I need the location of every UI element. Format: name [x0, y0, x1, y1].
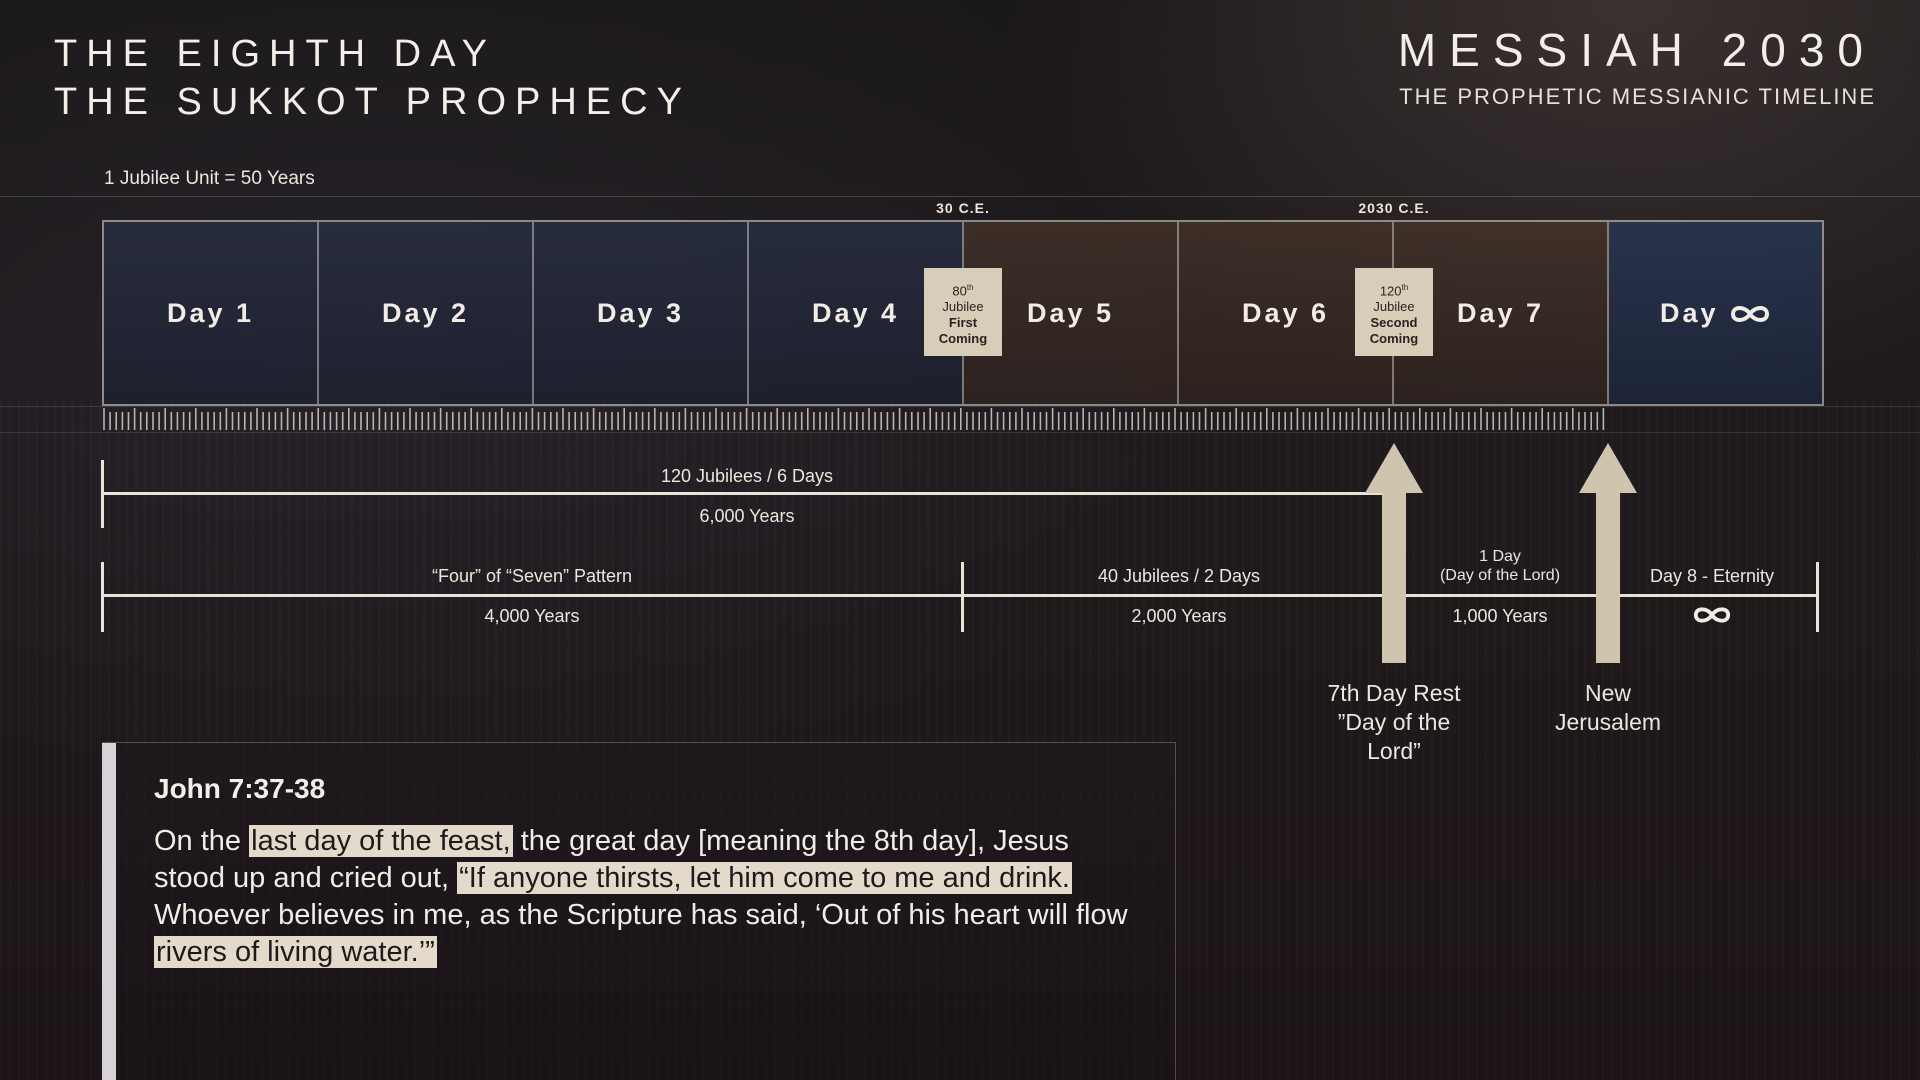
one-day-bottom-label: 1,000 Years: [1452, 606, 1548, 626]
day-label: Day 4: [811, 297, 900, 328]
jubilee-suffix: th: [966, 283, 974, 292]
day-label: Day 1: [166, 297, 255, 328]
new-jerusalem-arrow: [1578, 443, 1638, 663]
day-label: Day 2: [381, 297, 470, 328]
day-label: Day 3: [596, 297, 685, 328]
range-6000-bottom-label: 6,000 Years: [699, 506, 795, 526]
jubilee-event-1: First: [948, 315, 978, 331]
jubilee-word: Jubilee: [1373, 299, 1415, 315]
jubilee-suffix: th: [1401, 283, 1409, 292]
arrow-head: [1365, 443, 1423, 493]
day-3-cell: Day 3: [534, 222, 749, 404]
scripture-text: On the last day of the feast, the great …: [154, 823, 1135, 971]
day-2-cell: Day 2: [319, 222, 534, 404]
row2-30ce-tick: [961, 562, 964, 632]
jubilee-ruler: [103, 408, 1605, 430]
range-6000-line: [104, 492, 1384, 495]
day-label: Day 7: [1456, 297, 1545, 328]
quote-text: On the: [154, 825, 250, 857]
label-line: New: [1584, 680, 1631, 706]
new-jerusalem-label: New Jerusalem: [1503, 679, 1713, 737]
series-title: MESSIAH 2030 THE PROPHETIC MESSIANIC TIM…: [1398, 22, 1876, 110]
day-eight-label: Day 8 - Eternity: [1649, 566, 1775, 586]
day-label: Day 6: [1241, 297, 1330, 328]
one-day-line-2: (Day of the Lord): [1439, 567, 1561, 584]
divider-line: [0, 196, 1920, 197]
arrow-head: [1579, 443, 1637, 493]
row2-start-tick: [101, 562, 104, 632]
day-infinity-cell: Day: [1609, 222, 1822, 404]
year-marker-30ce: 30 C.E.: [936, 200, 990, 216]
jubilee-80-first-coming: 80th Jubilee First Coming: [924, 268, 1002, 356]
four-seven-bottom-label: 4,000 Years: [484, 606, 580, 626]
one-day-top-label: 1 Day (Day of the Lord): [1440, 547, 1560, 585]
jubilee-number: 120: [1379, 283, 1402, 299]
ruler-bottom-line: [0, 432, 1920, 433]
eternity-symbol: [1692, 604, 1732, 631]
forty-jubilees-bottom-label: 2,000 Years: [1131, 606, 1227, 626]
quote-highlight: “If anyone thirsts, let him come to me a…: [457, 862, 1072, 894]
unit-note: 1 Jubilee Unit = 50 Years: [104, 168, 315, 189]
forty-jubilees-top-label: 40 Jubilees / 2 Days: [1097, 566, 1261, 586]
day-4-cell: Day 4: [749, 222, 964, 404]
four-seven-top-label: “Four” of “Seven” Pattern: [431, 566, 633, 586]
quote-text: Whoever believes in me, as the Scripture…: [154, 899, 1128, 931]
series-subtitle: THE PROPHETIC MESSIANIC TIMELINE: [1399, 84, 1876, 109]
day-1-cell: Day 1: [104, 222, 319, 404]
range-6000-top-label: 120 Jubilees / 6 Days: [660, 466, 834, 486]
day-timeline: Day 1 Day 2 Day 3 Day 4 Day 5 Day 6 Day …: [102, 220, 1824, 406]
infinity-icon: [1731, 306, 1770, 323]
jubilee-event-2: Coming: [938, 331, 988, 347]
presentation-title: THE EIGHTH DAY THE SUKKOT PROPHECY: [54, 30, 691, 126]
label-line: Jerusalem: [1554, 709, 1662, 735]
one-day-line-1: 1 Day: [1479, 548, 1521, 565]
jubilee-word: Jubilee: [942, 299, 984, 315]
seventh-day-arrow: [1364, 443, 1424, 663]
jubilee-event-1: Second: [1370, 315, 1418, 331]
quote-text: the great day [meaning the 8th day], Jes…: [154, 825, 1069, 894]
jubilee-event-2: Coming: [1369, 331, 1419, 347]
quote-accent-bar: [102, 743, 116, 1080]
ruler-top-line: [0, 406, 1920, 407]
day-label-text: Day: [1659, 297, 1719, 328]
label-line: ”Day of the: [1337, 709, 1451, 735]
infinity-icon: [1693, 607, 1731, 623]
row2-end-tick: [1816, 562, 1819, 632]
label-line: Lord”: [1367, 738, 1421, 764]
series-name: MESSIAH 2030: [1397, 24, 1876, 76]
quote-highlight: last day of the feast,: [249, 825, 513, 857]
jubilee-120-second-coming: 120th Jubilee Second Coming: [1355, 268, 1433, 356]
title-line-1: THE EIGHTH DAY: [54, 33, 496, 75]
label-line: 7th Day Rest: [1327, 680, 1461, 706]
title-line-2: THE SUKKOT PROPHECY: [54, 81, 691, 123]
range-start-tick: [101, 460, 104, 528]
scripture-reference: John 7:37-38: [154, 773, 326, 804]
day-label: Day: [1660, 298, 1771, 329]
arrow-shaft: [1596, 491, 1620, 663]
quote-highlight: rivers of living water.’”: [154, 936, 437, 968]
arrow-shaft: [1382, 491, 1406, 663]
scripture-quote-panel: John 7:37-38 On the last day of the feas…: [102, 742, 1176, 1080]
jubilee-number: 80: [952, 283, 967, 299]
day-label: Day 5: [1026, 297, 1115, 328]
seventh-day-rest-label: 7th Day Rest ”Day of the Lord”: [1289, 679, 1499, 766]
year-marker-2030ce: 2030 C.E.: [1358, 200, 1430, 216]
